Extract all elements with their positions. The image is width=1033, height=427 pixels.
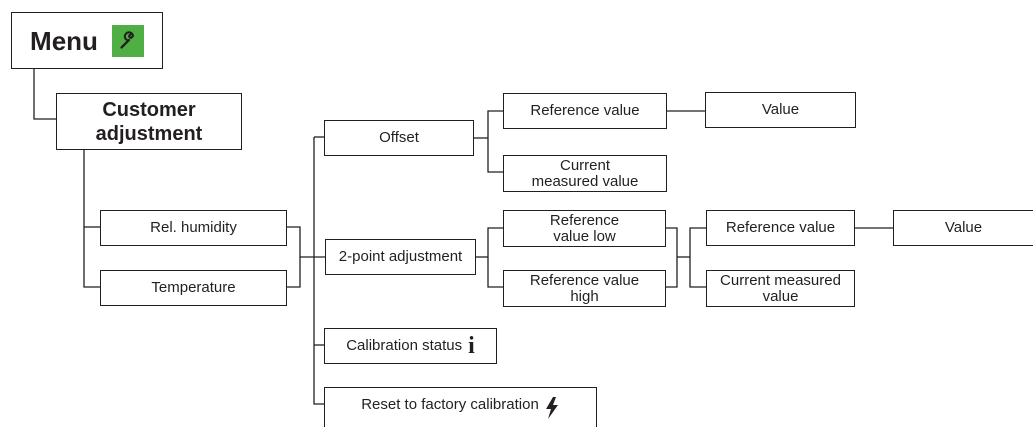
reference-value-high-line1: Reference value [529,271,640,289]
offset-reference-value-box[interactable]: Reference value [503,93,667,129]
two-point-value-box[interactable]: Value [893,210,1033,246]
two-point-current-line2: value [762,287,799,305]
offset-box[interactable]: Offset [324,120,474,156]
calibration-status-box[interactable]: Calibration status i [324,328,497,364]
offset-value-box[interactable]: Value [705,92,856,128]
reference-value-high-box[interactable]: Reference value high [503,270,666,307]
reference-value-low-line2: value low [553,227,616,245]
reset-factory-calibration-label: Reset to factory calibration [361,396,539,413]
lightning-icon [544,397,560,419]
menu-label: Menu [30,25,98,56]
offset-current-measured-value-box[interactable]: Current measured value [503,155,667,192]
calibration-status-label: Calibration status [346,337,463,354]
two-point-adjustment-label: 2-point adjustment [338,248,463,265]
reset-factory-calibration-box[interactable]: Reset to factory calibration [324,387,597,427]
reference-value-low-line1: Reference [549,211,620,229]
reference-value-low-box[interactable]: Reference value low [503,210,666,247]
two-point-current-measured-value-box[interactable]: Current measured value [706,270,855,307]
reference-value-high-line2: high [570,287,599,305]
rel-humidity-label: Rel. humidity [150,219,237,236]
menu-box[interactable]: Menu [11,12,163,69]
offset-reference-value-label: Reference value [530,102,640,119]
two-point-value-label: Value [944,219,983,236]
customer-adjustment-box[interactable]: Customer adjustment [56,93,242,150]
info-icon: i [468,333,475,359]
temperature-box[interactable]: Temperature [100,270,287,306]
offset-value-label: Value [761,101,800,118]
wrench-icon [111,24,144,57]
two-point-reference-value-label: Reference value [725,219,836,236]
temperature-label: Temperature [151,279,236,296]
offset-current-line1: Current [559,156,611,174]
two-point-adjustment-box[interactable]: 2-point adjustment [325,239,476,275]
two-point-reference-value-box[interactable]: Reference value [706,210,855,246]
two-point-current-line1: Current measured [720,271,841,289]
rel-humidity-box[interactable]: Rel. humidity [100,210,287,246]
offset-current-line2: measured value [531,172,639,190]
customer-adjustment-line2: adjustment [95,122,203,145]
customer-adjustment-line1: Customer [102,98,196,121]
offset-label: Offset [379,129,419,146]
